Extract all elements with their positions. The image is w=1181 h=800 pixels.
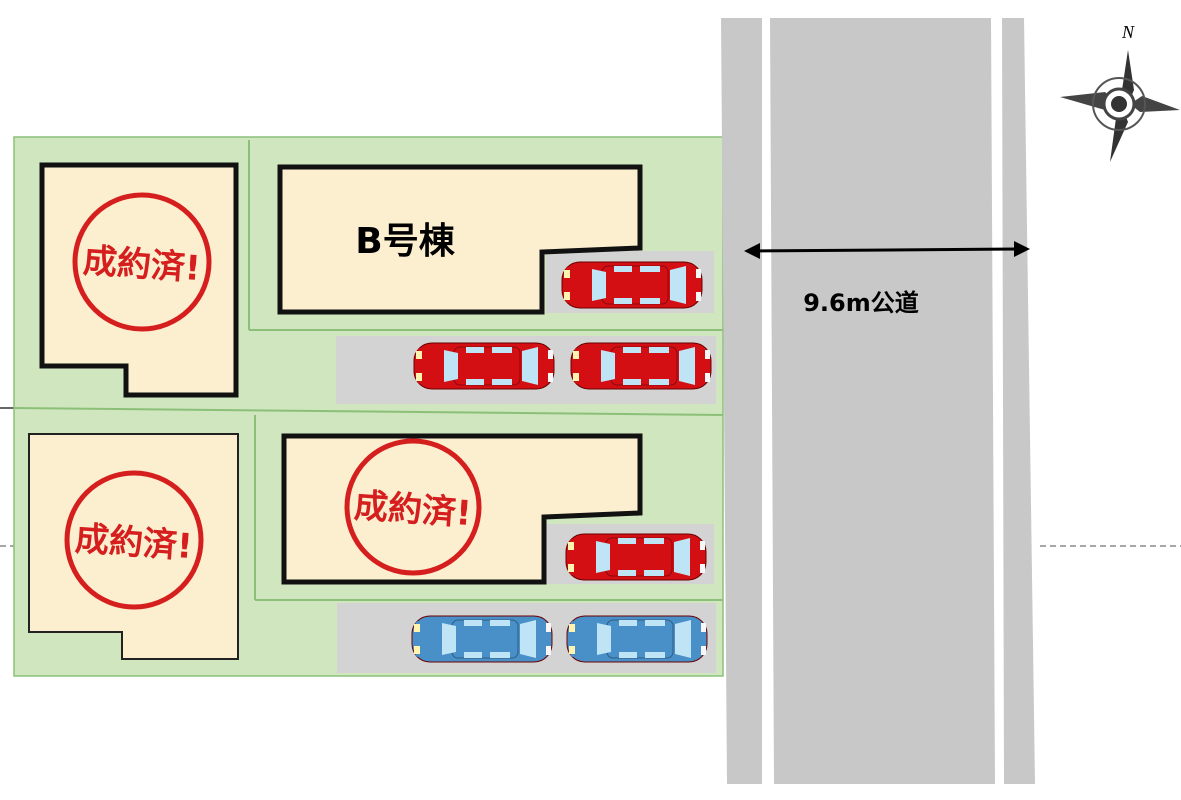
car-red [561,261,703,309]
lot-divider-horizontal [13,407,724,416]
sold-stamp: 成約済! [72,192,212,332]
svg-text:成約済!: 成約済! [74,519,194,567]
car-red [570,342,712,390]
sold-stamp: 成約済! [344,438,482,576]
svg-text:成約済!: 成約済! [82,241,202,289]
svg-text:N: N [1121,22,1135,42]
house-b-label: B号棟 [355,221,455,262]
house-c [28,433,239,660]
road-sidewalk-right [1002,18,1035,784]
house-b [277,164,643,315]
sold-stamp: 成約済! [64,470,204,610]
road-sidewalk-left [721,18,762,784]
road-width-arrow [744,241,1030,259]
car-blue [411,615,553,663]
road-carriageway [770,18,995,784]
car-blue [566,615,708,663]
car-red [413,342,555,390]
car-red [565,533,707,581]
house-d [281,433,643,585]
road-label: 9.6m公道 [803,289,919,317]
compass-icon: N [1060,22,1180,162]
svg-text:成約済!: 成約済! [353,486,473,534]
